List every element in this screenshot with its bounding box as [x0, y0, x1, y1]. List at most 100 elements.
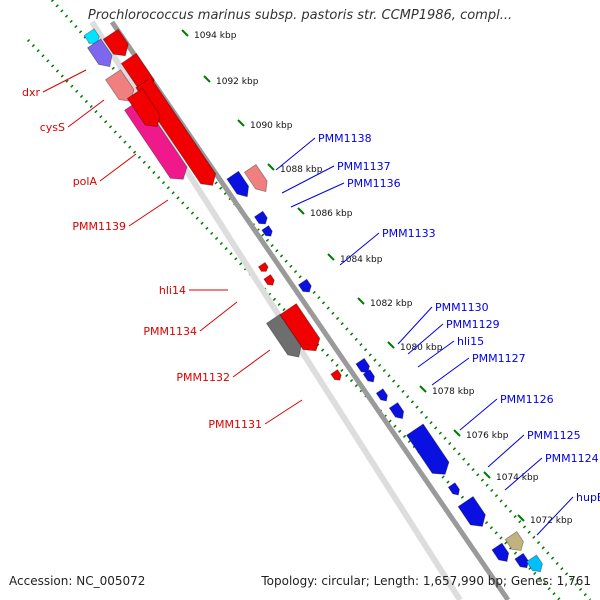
gene-label: hupE [576, 491, 600, 504]
gene-unnamed-27-shape [514, 552, 529, 569]
gene-label-leader [504, 457, 543, 491]
gene-PMM1131-17 [330, 369, 342, 381]
gene-unnamed-10-shape [261, 225, 273, 237]
scale-tick [453, 429, 461, 437]
gene-label: PMM1129 [446, 318, 500, 331]
scale-tick [327, 253, 335, 261]
gene-hli14-14 [257, 261, 269, 272]
gene-hli15-20 [375, 388, 388, 402]
gene-PMM1129-19-shape [362, 369, 375, 383]
scale-tick [297, 207, 305, 215]
gene-PMM1125-23 [447, 482, 460, 496]
gene-dxr-1 [86, 38, 113, 68]
gene-PMM1124-24 [457, 495, 486, 527]
gene-PMM1126-22-shape [406, 423, 450, 475]
gene-label-leader [199, 301, 238, 332]
gene-label: PMM1134 [143, 325, 197, 338]
gene-unnamed-28-shape [525, 554, 543, 573]
gene-PMM1130-18 [355, 357, 370, 374]
gene-unnamed-0-shape [83, 28, 100, 45]
gene-hupE-26-shape [504, 531, 524, 551]
gene-label: PMM1137 [337, 160, 391, 173]
gene-PMM1126-22 [406, 423, 450, 475]
gene-PMM1130-18-shape [355, 357, 370, 374]
scale-tick-label: 1078 kbp [432, 387, 475, 397]
gene-PMM1131-17-shape [330, 369, 342, 381]
gene-unnamed-0 [83, 28, 100, 45]
gene-cysS-3 [105, 69, 135, 102]
gene-PMM1132-16 [265, 313, 302, 358]
gene-label: dxr [22, 86, 40, 99]
gene-unnamed-25 [491, 542, 510, 562]
gene-dxr-1-shape [86, 38, 113, 68]
gene-label: PMM1139 [72, 220, 126, 233]
scale-tick [181, 29, 189, 37]
gene-unnamed-2 [102, 28, 129, 57]
gene-label: polA [73, 175, 98, 188]
scale-tick [357, 297, 365, 305]
scale-tick-label: 1094 kbp [194, 31, 237, 41]
gene-unnamed-25-shape [491, 542, 510, 562]
gene-label: PMM1126 [500, 393, 554, 406]
gene-unnamed-6-shape [135, 77, 217, 186]
scale-tick [237, 119, 245, 127]
gene-label-leader [417, 340, 455, 368]
gene-PMM1132-16-shape [265, 313, 302, 358]
gene-label-leader [459, 398, 498, 431]
gene-PMM1124-24-shape [457, 495, 486, 527]
gene-label-leader [407, 323, 444, 355]
gene-label: PMM1125 [527, 429, 581, 442]
scale-tick-label: 1092 kbp [216, 77, 259, 87]
scale-tick [267, 163, 275, 171]
scale-tick-label: 1082 kbp [370, 299, 413, 309]
gene-label: PMM1138 [318, 132, 372, 145]
accession-text: Accession: NC_005072 [9, 574, 146, 588]
scale-tick [517, 514, 525, 522]
scale-tick [483, 471, 491, 479]
gene-label: PMM1124 [545, 452, 599, 465]
scale-tick [387, 341, 395, 349]
gene-PMM1127-21-shape [388, 402, 405, 420]
gene-polA-5 [123, 98, 188, 180]
gene-unnamed-10 [261, 225, 273, 237]
scale-tick-label: 1084 kbp [340, 255, 383, 265]
gene-unnamed-12-shape [263, 274, 275, 286]
gene-label: PMM1136 [347, 177, 401, 190]
scale-tick [203, 75, 211, 83]
gene-unnamed-12 [263, 274, 275, 286]
scale-tick-label: 1080 kbp [400, 343, 443, 353]
gene-PMM1138-7-shape [243, 163, 268, 193]
scale-tick [419, 385, 427, 393]
gene-PMM1133-13 [297, 278, 312, 293]
gene-label-leader [431, 357, 470, 386]
gene-label: PMM1131 [208, 418, 262, 431]
gene-PMM1137-8-shape [226, 170, 250, 198]
gene-label-leader [536, 496, 574, 536]
gene-label-leader [128, 199, 169, 227]
scale-tick-label: 1074 kbp [496, 473, 539, 483]
gene-hli15-20-shape [375, 388, 388, 402]
gene-label-leader [487, 434, 525, 468]
scale-tick-label: 1086 kbp [310, 209, 353, 219]
scale-tick-label: 1076 kbp [466, 431, 509, 441]
gene-label-leader [290, 182, 345, 208]
gene-label-leader [232, 349, 271, 378]
gene-polA-5-shape [123, 98, 188, 180]
gene-label: cysS [40, 121, 65, 134]
gene-unnamed-2-shape [102, 28, 129, 57]
gene-unnamed-6 [135, 77, 217, 186]
gene-unnamed-27 [514, 552, 529, 569]
gene-label-leader [67, 99, 105, 128]
gene-hupE-26 [504, 531, 524, 551]
gene-PMM1136-9 [253, 210, 268, 225]
gene-cysS-3-shape [105, 69, 135, 102]
scale-tick-label: 1088 kbp [280, 165, 323, 175]
gene-label-leader [42, 69, 87, 93]
gene-PMM1129-19 [362, 369, 375, 383]
gene-PMM1134-15 [279, 303, 321, 352]
gene-PMM1136-9-shape [253, 210, 268, 225]
gene-label: PMM1133 [382, 227, 436, 240]
gene-label: PMM1127 [472, 352, 526, 365]
gene-PMM1133-13-shape [297, 278, 312, 293]
